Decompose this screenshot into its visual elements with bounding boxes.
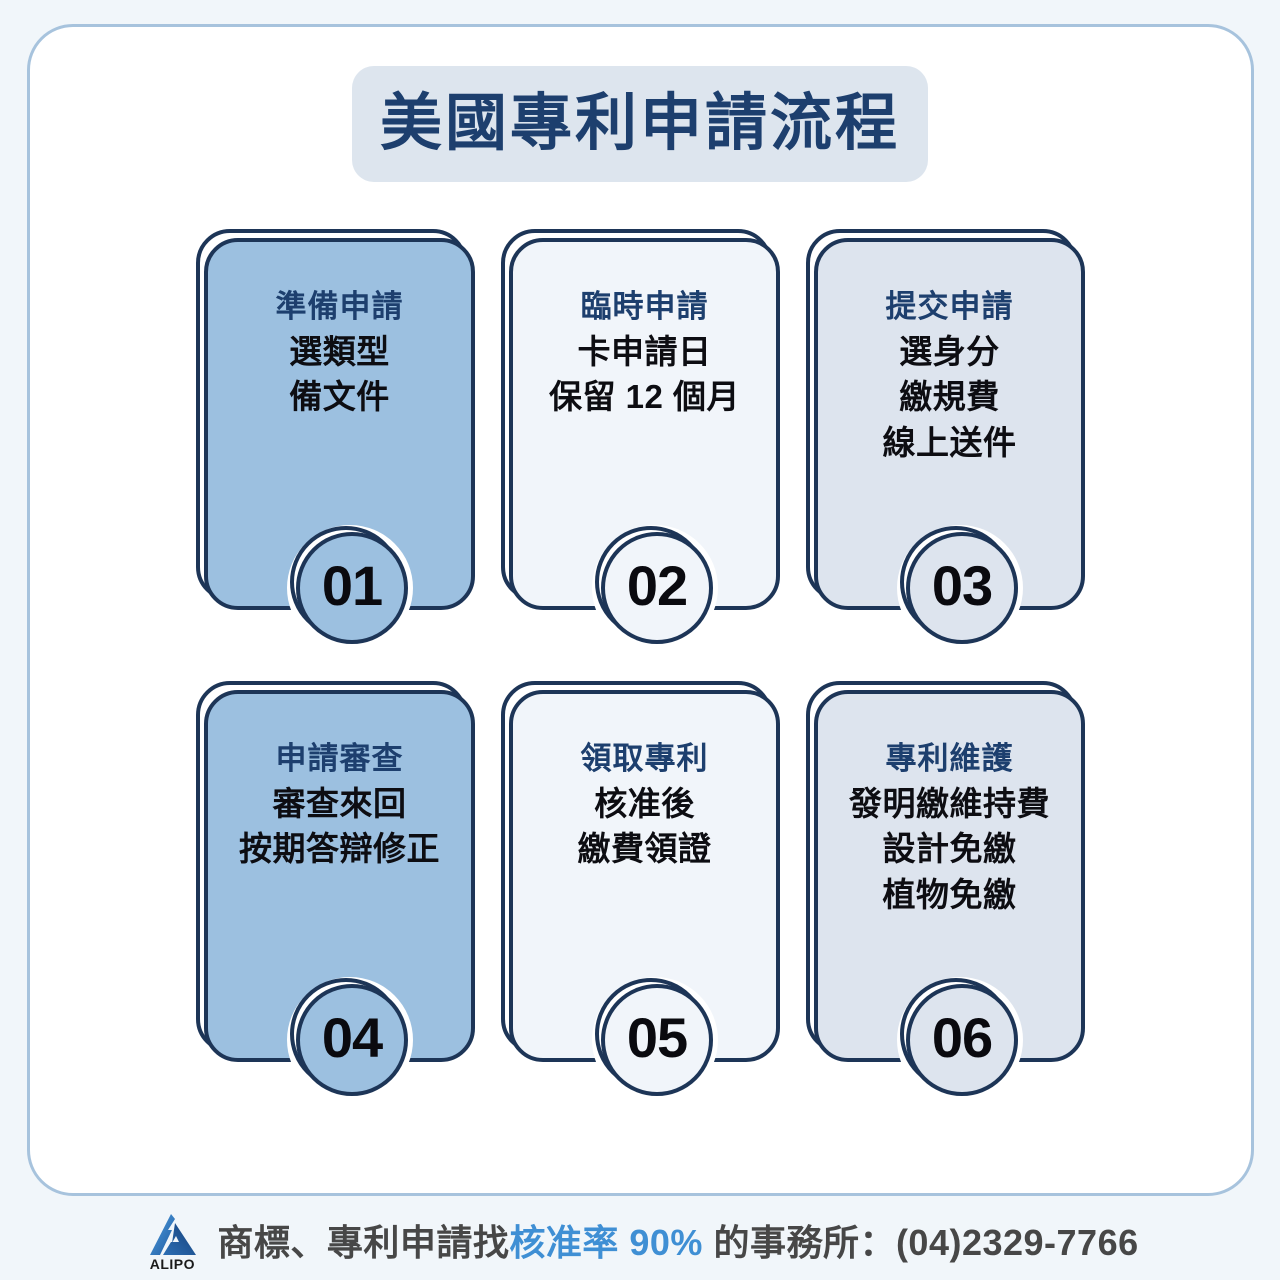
step-number-badge[interactable]: 05: [592, 977, 718, 1103]
badge-number: 03: [931, 554, 993, 617]
badge-number: 01: [321, 554, 383, 617]
card-heading: 專利維護: [885, 741, 1014, 776]
footer-text-after: 的事務所：(04)2329-7766: [702, 1221, 1139, 1263]
card-body: 準備申請選類型備文件: [204, 238, 475, 610]
step-number-badge[interactable]: 03: [897, 525, 1023, 651]
card-content: 臨時申請卡申請日保留 12 個月: [513, 286, 776, 420]
badge-circle: 02: [601, 532, 713, 644]
card-content: 申請審查審查來回按期答辯修正: [208, 738, 471, 872]
card-heading: 準備申請: [275, 289, 404, 324]
footer-bar: ALIPO 商標、專利申請找核准率 90% 的事務所：(04)2329-7766: [0, 1199, 1280, 1280]
card-line: 選類型: [289, 332, 390, 370]
footer-text-before: 商標、專利申請找: [217, 1221, 510, 1263]
step-card-02[interactable]: 臨時申請卡申請日保留 12 個月 02: [501, 229, 780, 651]
card-content: 準備申請選類型備文件: [208, 286, 471, 420]
card-line: 線上送件: [882, 423, 1017, 461]
card-heading: 領取專利: [580, 741, 709, 776]
card-heading: 提交申請: [885, 289, 1014, 324]
card-line: 審查來回: [272, 784, 407, 822]
badge-circle: 06: [906, 984, 1018, 1096]
page-title: 美國專利申請流程: [379, 89, 900, 158]
badge-circle: 05: [601, 984, 713, 1096]
card-line: 按期答辯修正: [239, 830, 440, 868]
card-heading: 申請審查: [275, 741, 404, 776]
step-number-badge[interactable]: 02: [592, 525, 718, 651]
step-number-badge[interactable]: 01: [287, 525, 413, 651]
badge-circle: 01: [296, 532, 408, 644]
step-card-03[interactable]: 提交申請選身分繳規費線上送件 03: [806, 229, 1085, 651]
card-line: 植物免繳: [882, 875, 1017, 913]
card-line: 核准後: [594, 784, 695, 822]
step-card-06[interactable]: 專利維護發明繳維持費設計免繳植物免繳 06: [806, 681, 1085, 1103]
card-line: 發明繳維持費: [849, 784, 1050, 822]
card-content: 提交申請選身分繳規費線上送件: [818, 286, 1081, 465]
card-line: 繳規費: [899, 378, 1000, 416]
step-card-04[interactable]: 申請審查審查來回按期答辯修正 04: [196, 681, 475, 1103]
page-title-banner: 美國專利申請流程: [352, 66, 928, 182]
badge-number: 06: [931, 1006, 993, 1069]
badge-number: 04: [321, 1006, 383, 1069]
alipo-logo-icon: ALIPO: [141, 1209, 203, 1272]
card-line: 選身分: [899, 332, 1000, 370]
card-body: 申請審查審查來回按期答辯修正: [204, 690, 475, 1062]
card-line: 設計免繳: [882, 830, 1017, 868]
card-line: 卡申請日: [577, 332, 712, 370]
footer-text-highlight: 核准率 90%: [509, 1221, 703, 1263]
step-number-badge[interactable]: 04: [287, 977, 413, 1103]
card-body: 臨時申請卡申請日保留 12 個月: [509, 238, 780, 610]
footer-tagline: 商標、專利申請找核准率 90% 的事務所：(04)2329-7766: [217, 1214, 1138, 1266]
step-number-badge[interactable]: 06: [897, 977, 1023, 1103]
card-content: 領取專利核准後繳費領證: [513, 738, 776, 872]
badge-number: 05: [626, 1006, 688, 1069]
step-card-01[interactable]: 準備申請選類型備文件 01: [196, 229, 475, 651]
card-heading: 臨時申請: [580, 289, 709, 324]
logo-wordmark: ALIPO: [149, 1255, 195, 1272]
card-line: 保留 12 個月: [548, 378, 741, 416]
badge-circle: 04: [296, 984, 408, 1096]
card-line: 備文件: [289, 378, 390, 416]
card-content: 專利維護發明繳維持費設計免繳植物免繳: [818, 738, 1081, 917]
card-line: 繳費領證: [577, 830, 712, 868]
step-card-05[interactable]: 領取專利核准後繳費領證 05: [501, 681, 780, 1103]
badge-circle: 03: [906, 532, 1018, 644]
badge-number: 02: [626, 554, 688, 617]
